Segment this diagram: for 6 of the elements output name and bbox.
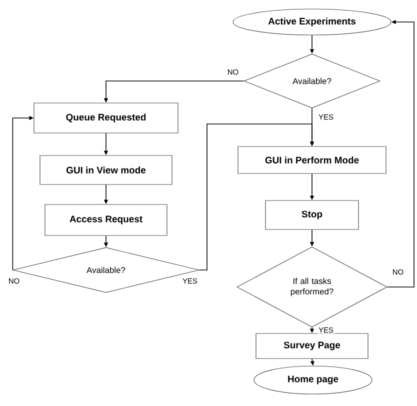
process-box: GUI in Perform Mode: [238, 146, 386, 174]
process-box: GUI in View mode: [40, 155, 172, 185]
process-box: Queue Requested: [34, 102, 178, 134]
arrow: [198, 124, 314, 270]
process-box: Stop: [265, 200, 359, 230]
process-box: Access Request: [44, 204, 168, 236]
